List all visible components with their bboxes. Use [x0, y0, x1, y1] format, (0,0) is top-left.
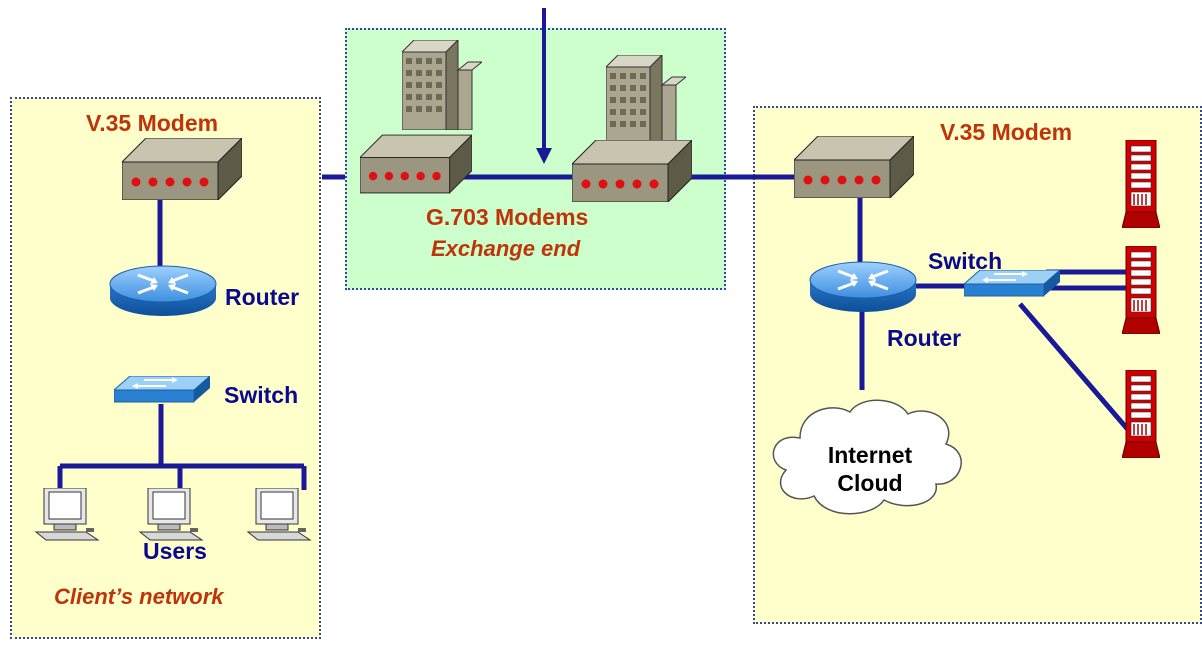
client-switch-label: Switch: [224, 382, 299, 408]
exchange-building-icon: [402, 40, 482, 130]
exchange-end-label: Exchange end: [431, 236, 581, 261]
g703-modems-label: G.703 Modems: [426, 204, 589, 230]
client-switch-icon: [114, 376, 210, 403]
network-links: [57, 174, 1132, 490]
user-computer-icon-2: [139, 488, 203, 541]
users-label: Users: [143, 538, 207, 564]
switch-server-3-link: [1018, 302, 1132, 434]
g703-modem-icon-left: [360, 134, 472, 194]
client-router-label: Router: [225, 284, 300, 310]
internet-cloud-label-line1: Internet: [827, 442, 913, 468]
isp-modem-label: V.35 Modem: [940, 119, 1073, 145]
internet-cloud-icon: [772, 399, 962, 515]
client-router-icon: [108, 264, 218, 318]
server-icon-3: [1122, 370, 1160, 458]
isp-modem-icon: [794, 136, 914, 198]
g703-modem-icon-right: [572, 140, 692, 202]
isp-switch-label: Switch: [928, 248, 1003, 274]
isp-router-icon: [808, 260, 918, 314]
client-modem-icon: [122, 138, 242, 200]
server-icon-1: [1122, 140, 1160, 228]
internet-cloud-label-line2: Cloud: [837, 470, 903, 496]
user-computer-icon-1: [35, 488, 99, 541]
isp-router-label: Router: [887, 325, 962, 351]
server-icon-2: [1122, 246, 1160, 334]
arrow-down-icon: [536, 148, 552, 164]
client-modem-label: V.35 Modem: [86, 110, 219, 136]
client-network-label: Client’s network: [54, 584, 224, 609]
user-computer-icon-3: [247, 488, 311, 541]
exchange-building-icon-2: [606, 55, 686, 145]
